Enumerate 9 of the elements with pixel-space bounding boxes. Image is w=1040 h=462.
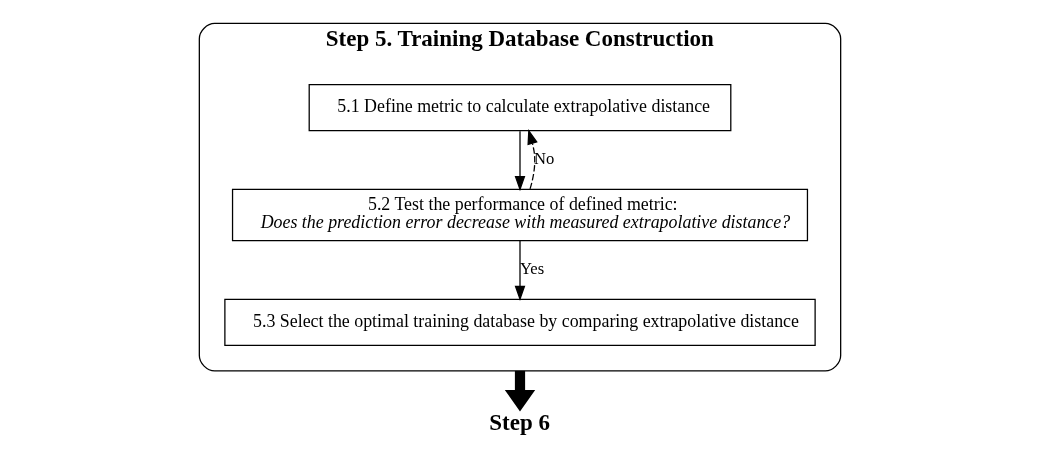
- node-box: 5.1 Define metric to calculate extrapolative distance: [308, 84, 732, 132]
- node-text: Step 6: [489, 410, 551, 436]
- arrow: [504, 370, 536, 412]
- arrow: [514, 239, 526, 301]
- arrow: [514, 130, 526, 192]
- node-box: 5.2 Test the performance of defined metric: Does the prediction error decrease with measured extrapolative distance?: [231, 188, 809, 242]
- edge-label: No: [534, 149, 555, 169]
- node-box: 5.3 Select the optimal training database by comparing extrapolative distance: [224, 298, 816, 346]
- arrow: [527, 129, 538, 190]
